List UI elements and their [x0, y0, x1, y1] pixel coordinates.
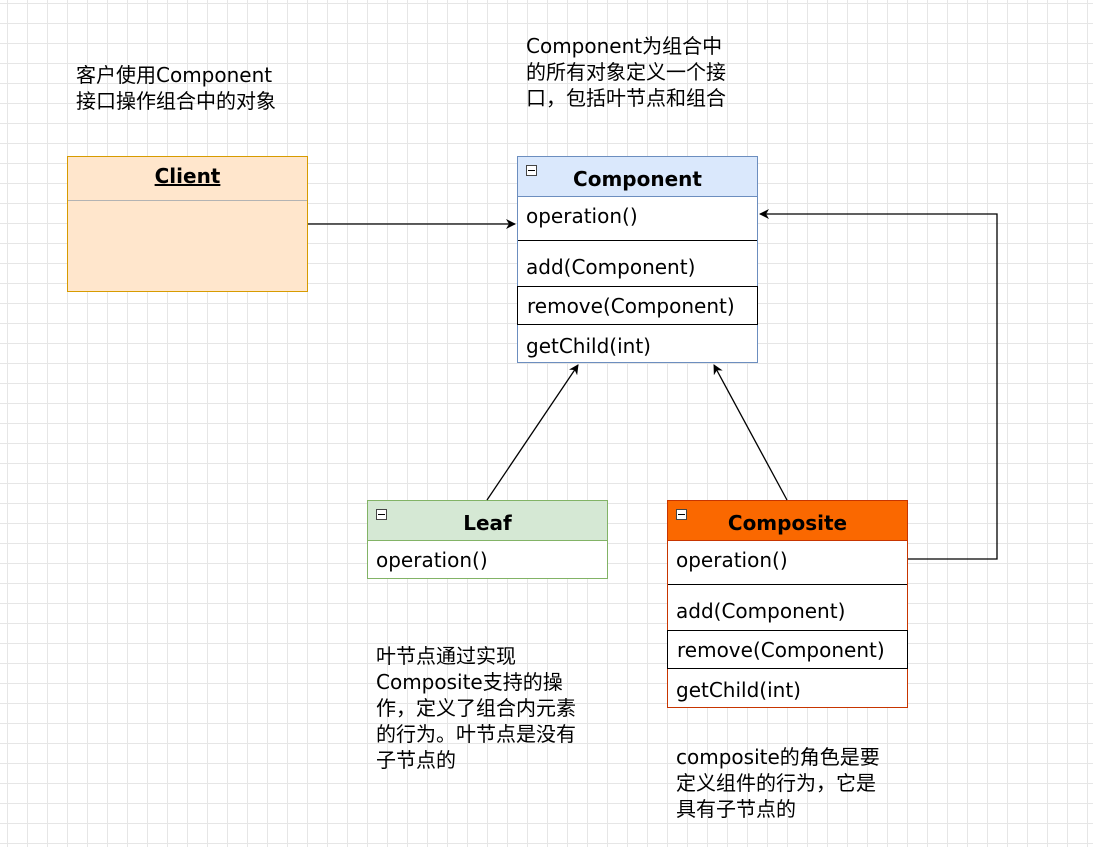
leaf-class-title: Leaf	[463, 511, 512, 535]
collapse-icon[interactable]	[676, 509, 687, 520]
client-class-title: Client	[154, 164, 221, 188]
composite-aggregation-arrow[interactable]	[759, 209, 998, 560]
client-note: 客户使用Component 接口操作组合中的对象	[76, 63, 276, 113]
component-op-operation: operation()	[518, 197, 757, 241]
leaf-op-operation: operation()	[376, 548, 488, 572]
composite-op-remove: remove(Component)	[667, 630, 908, 669]
collapse-icon[interactable]	[526, 165, 537, 176]
collapse-icon[interactable]	[376, 509, 387, 520]
leaf-class[interactable]: Leaf operation()	[367, 500, 608, 579]
composite-to-component-arrow[interactable]	[713, 364, 788, 501]
client-class[interactable]: Client	[67, 156, 308, 292]
component-op-add: add(Component)	[526, 255, 696, 279]
component-op-remove: remove(Component)	[517, 286, 758, 325]
leaf-to-component-arrow[interactable]	[486, 364, 579, 501]
component-op-getchild: getChild(int)	[526, 334, 651, 358]
composite-class-header: Composite	[668, 501, 907, 541]
component-class-header: Component	[518, 157, 757, 197]
composite-op-operation: operation()	[668, 541, 907, 585]
composite-op-add: add(Component)	[676, 599, 846, 623]
component-note: Component为组合中 的所有对象定义一个接 口，包括叶节点和组合	[526, 34, 726, 110]
composite-note: composite的角色是要 定义组件的行为，它是 具有子节点的	[676, 745, 880, 821]
composite-op-getchild: getChild(int)	[676, 678, 801, 702]
composite-class-title: Composite	[727, 511, 848, 535]
component-class-title: Component	[573, 167, 702, 191]
client-class-divider	[68, 200, 307, 201]
leaf-class-header: Leaf	[368, 501, 607, 541]
component-class[interactable]: Component operation() add(Component) rem…	[517, 156, 758, 363]
leaf-note: 叶节点通过实现 Composite支持的操 作，定义了组合内元素 的行为。叶节点…	[376, 644, 576, 772]
composite-class[interactable]: Composite operation() add(Component) rem…	[667, 500, 908, 708]
